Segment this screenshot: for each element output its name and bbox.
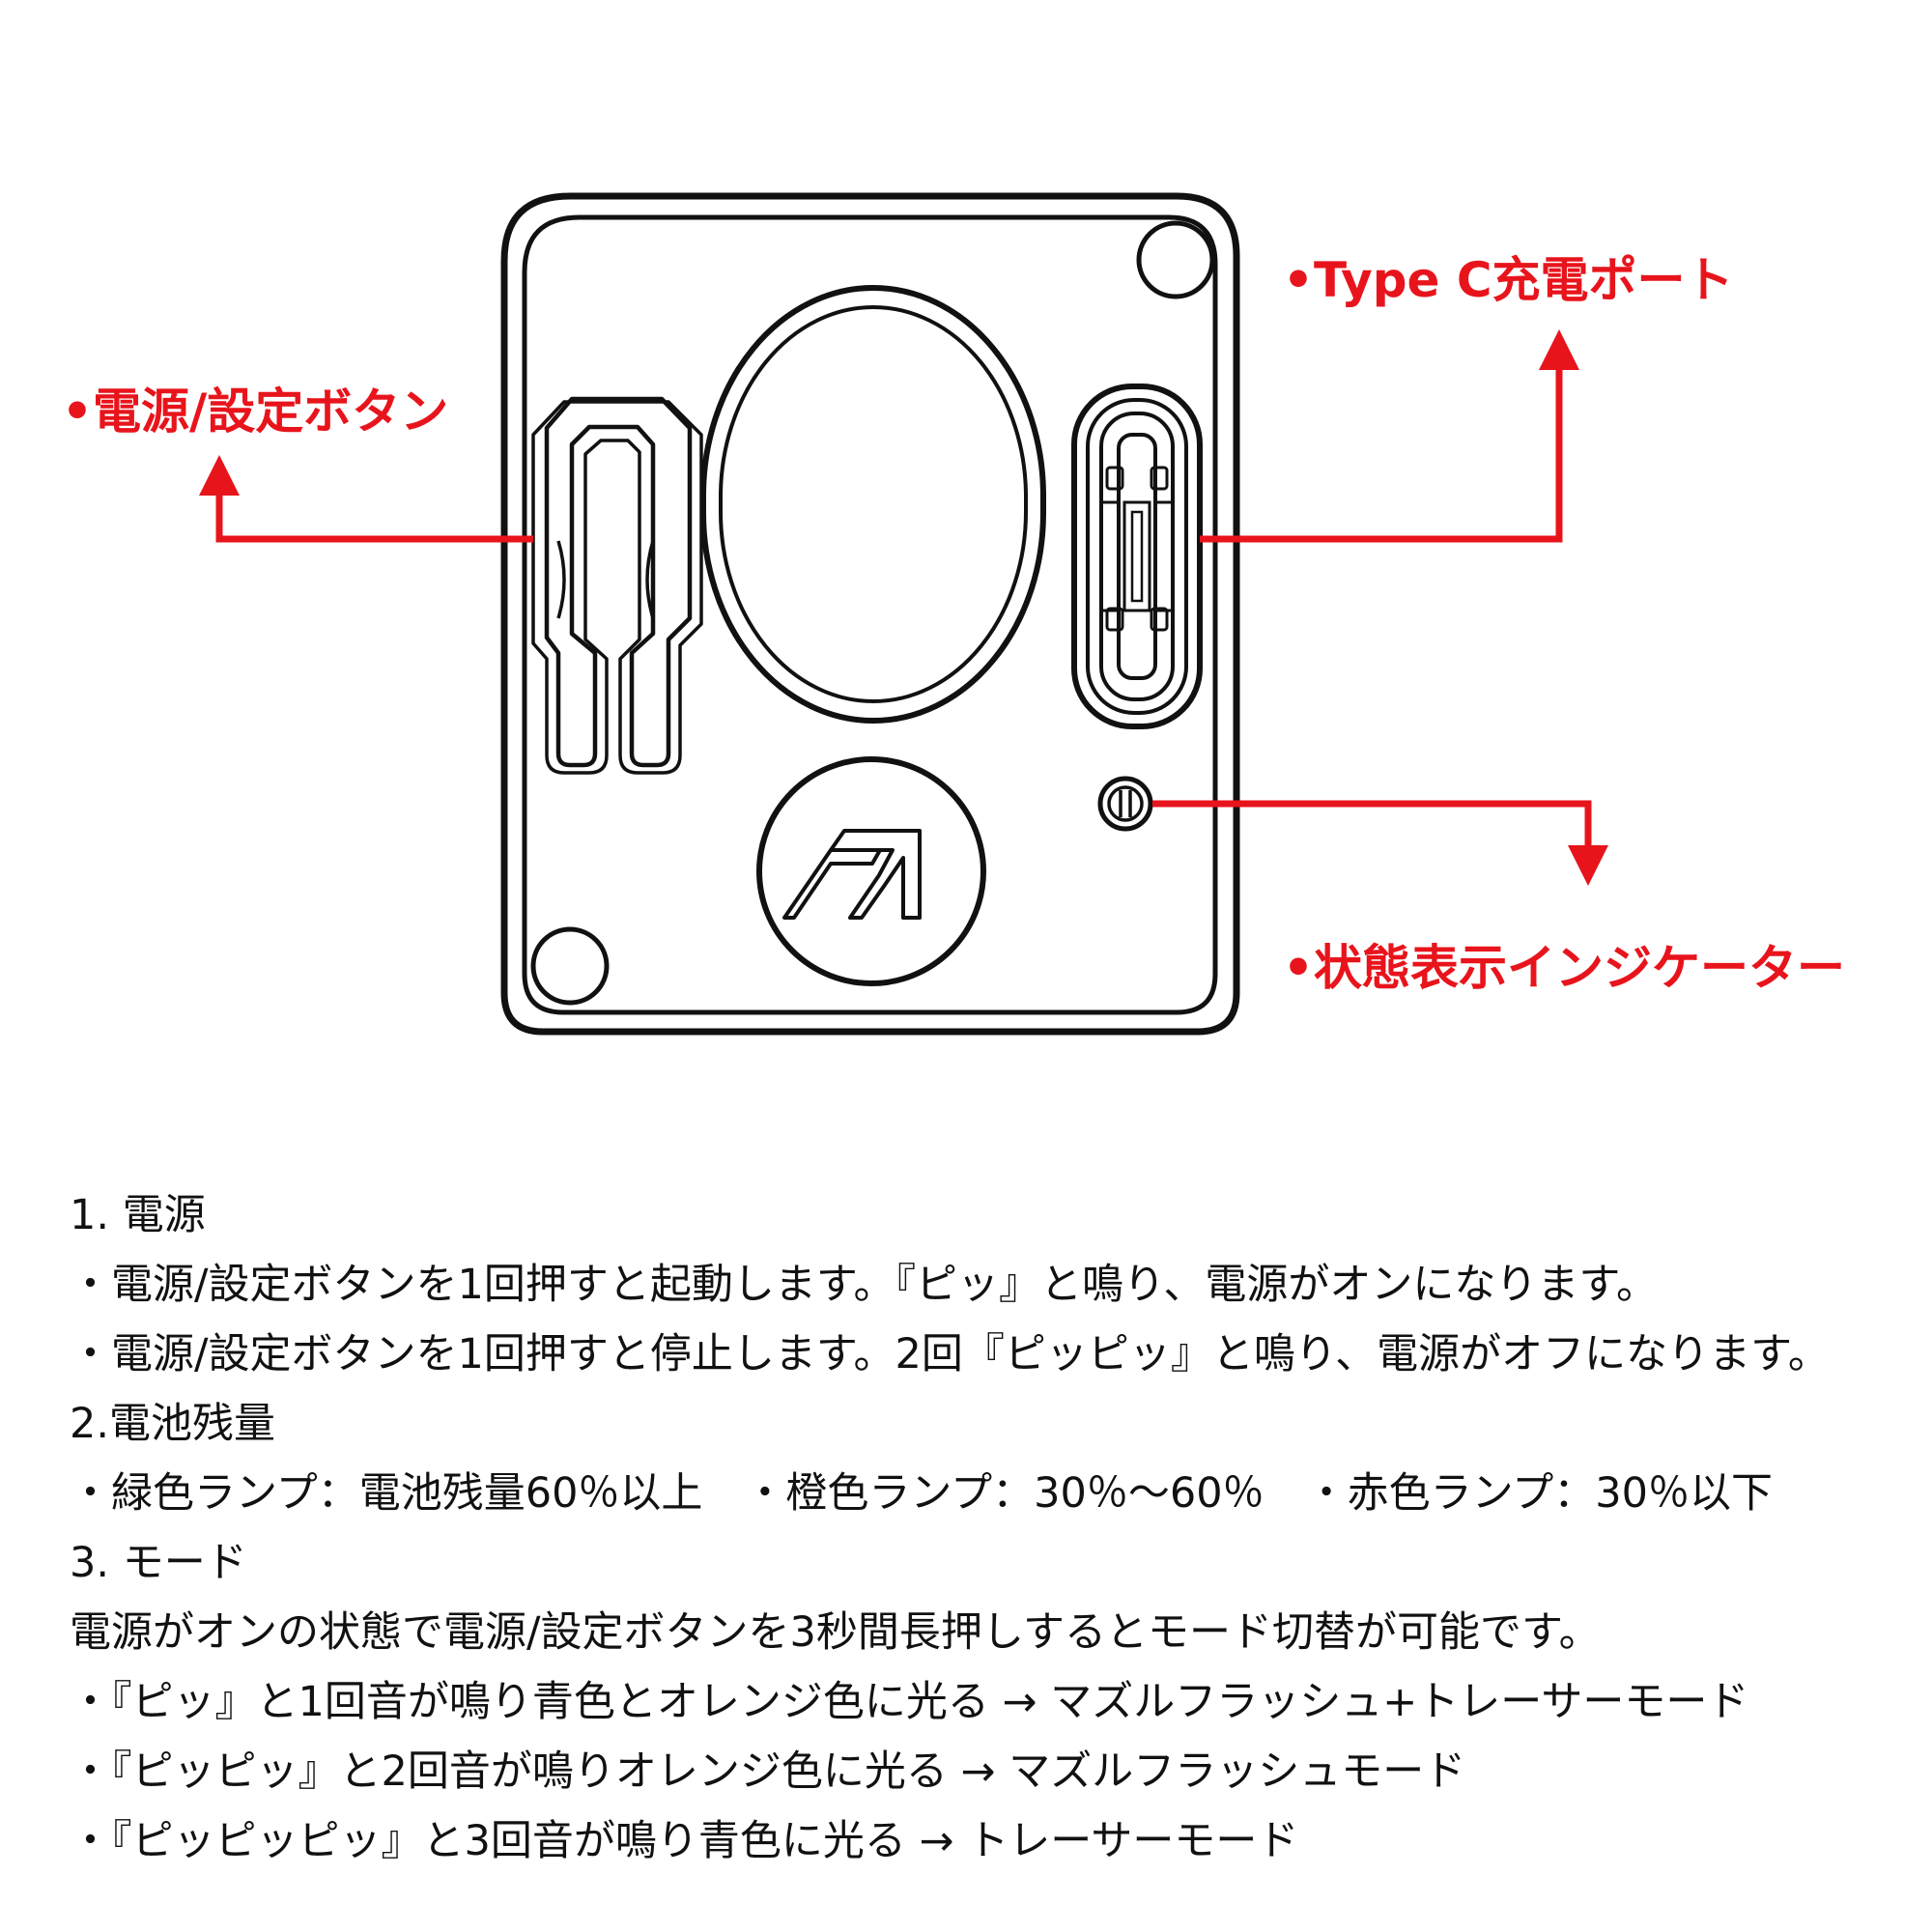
section-power-heading: 1. 電源 bbox=[70, 1191, 206, 1239]
instructions: 1. 電源 ・電源/設定ボタンを1回押すと起動します。『ピッ』と鳴り、電源がオン… bbox=[70, 1180, 1905, 1876]
screw-hole-bottom-left bbox=[530, 926, 610, 1006]
device-body bbox=[500, 192, 1240, 1036]
center-window bbox=[700, 285, 1046, 724]
mode-tracer: ・『ピッピッピッ』と3回音が鳴り青色に光る → トレーサーモード bbox=[70, 1817, 1299, 1865]
arrow-power-button bbox=[199, 455, 533, 543]
screw-hole-top-right bbox=[1136, 220, 1215, 299]
mode-muzzle: ・『ピッピッ』と2回音が鳴りオレンジ色に光る → マズルフラッシュモード bbox=[70, 1747, 1466, 1796]
device-diagram bbox=[199, 192, 1608, 1036]
mode-muzzle-tracer: ・『ピッ』と1回音が鳴り青色とオレンジ色に光る → マズルフラッシュ+トレーサー… bbox=[70, 1678, 1749, 1726]
power-button-shape[interactable] bbox=[531, 396, 703, 775]
power-on-instruction: ・電源/設定ボタンを1回押すと起動します。『ピッ』と鳴り、電源がオンになります。 bbox=[70, 1261, 1659, 1309]
mode-switch-instruction: 電源がオンの状態で電源/設定ボタンを3秒間長押しするとモード切替が可能です。 bbox=[70, 1608, 1601, 1657]
power-off-instruction: ・電源/設定ボタンを1回押すと停止します。2回『ピッピッ』と鳴り、電源がオフにな… bbox=[70, 1330, 1830, 1378]
battery-lamp-levels: ・緑色ランプ：電池残量60％以上 ・橙色ランプ：30％〜60％ ・赤色ランプ：3… bbox=[70, 1469, 1773, 1518]
callout-status-indicator: •状態表示インジケーター bbox=[1283, 940, 1845, 996]
brand-logo bbox=[756, 756, 986, 986]
callout-arrows bbox=[199, 329, 1608, 886]
arrow-indicator bbox=[1152, 800, 1608, 886]
type-c-port-shape bbox=[1071, 384, 1203, 729]
callout-power-button: •電源/設定ボタン bbox=[62, 384, 449, 440]
section-battery-heading: 2.電池残量 bbox=[70, 1400, 276, 1448]
callout-type-c-port: •Type C充電ポート bbox=[1283, 252, 1734, 308]
section-mode-heading: 3. モード bbox=[70, 1539, 247, 1587]
status-indicator-light bbox=[1097, 776, 1153, 832]
arrow-type-c-port bbox=[1200, 329, 1579, 543]
